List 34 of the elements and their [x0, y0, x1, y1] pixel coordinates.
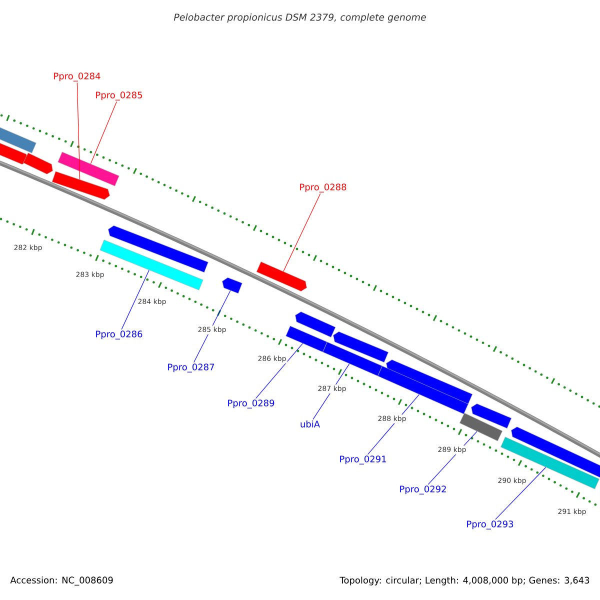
gene-bar — [471, 404, 512, 429]
gene-label: Ppro_0285 — [96, 92, 142, 100]
gene-bar — [295, 312, 336, 338]
leader-line — [76, 82, 80, 180]
gene-bar — [52, 171, 110, 200]
leader-line — [495, 467, 546, 520]
gene-label: Ppro_0284 — [54, 72, 100, 82]
gene-label: Ppro_0287 — [168, 364, 214, 372]
gene-bar — [378, 366, 468, 414]
gene-bar — [222, 277, 242, 294]
title: Pelobacter propionicus DSM 2379, complete genome — [174, 13, 426, 23]
gene-bar — [0, 124, 36, 154]
leader-line — [255, 343, 303, 399]
gene-label: Ppro_0289 — [228, 400, 274, 408]
gene-bar — [286, 326, 328, 352]
gene-bar — [322, 342, 382, 376]
gene-bar — [333, 331, 389, 363]
footer-text: Accession: NC_008609 — [10, 576, 113, 586]
gene-label: Ppro_0291 — [340, 456, 386, 464]
leader-line — [283, 193, 321, 272]
gene-bar — [459, 412, 503, 442]
gene-bar — [23, 152, 53, 174]
footer-text: Topology: circular; Length: 4,008,000 bp; Genes: 3,643 — [340, 576, 590, 586]
leader-line — [121, 270, 150, 330]
gene-bar — [58, 152, 120, 186]
gene-label: Ppro_0292 — [400, 486, 446, 494]
gene-label: ubiA — [300, 420, 320, 428]
gene-bar — [108, 225, 208, 273]
gene-label: Ppro_0293 — [467, 520, 514, 530]
gene-label: Ppro_0288 — [300, 184, 346, 192]
gene-bar — [256, 262, 307, 292]
gene-label: Ppro_0286 — [96, 330, 142, 340]
leader-line — [90, 101, 117, 164]
gene-bar — [0, 142, 28, 165]
